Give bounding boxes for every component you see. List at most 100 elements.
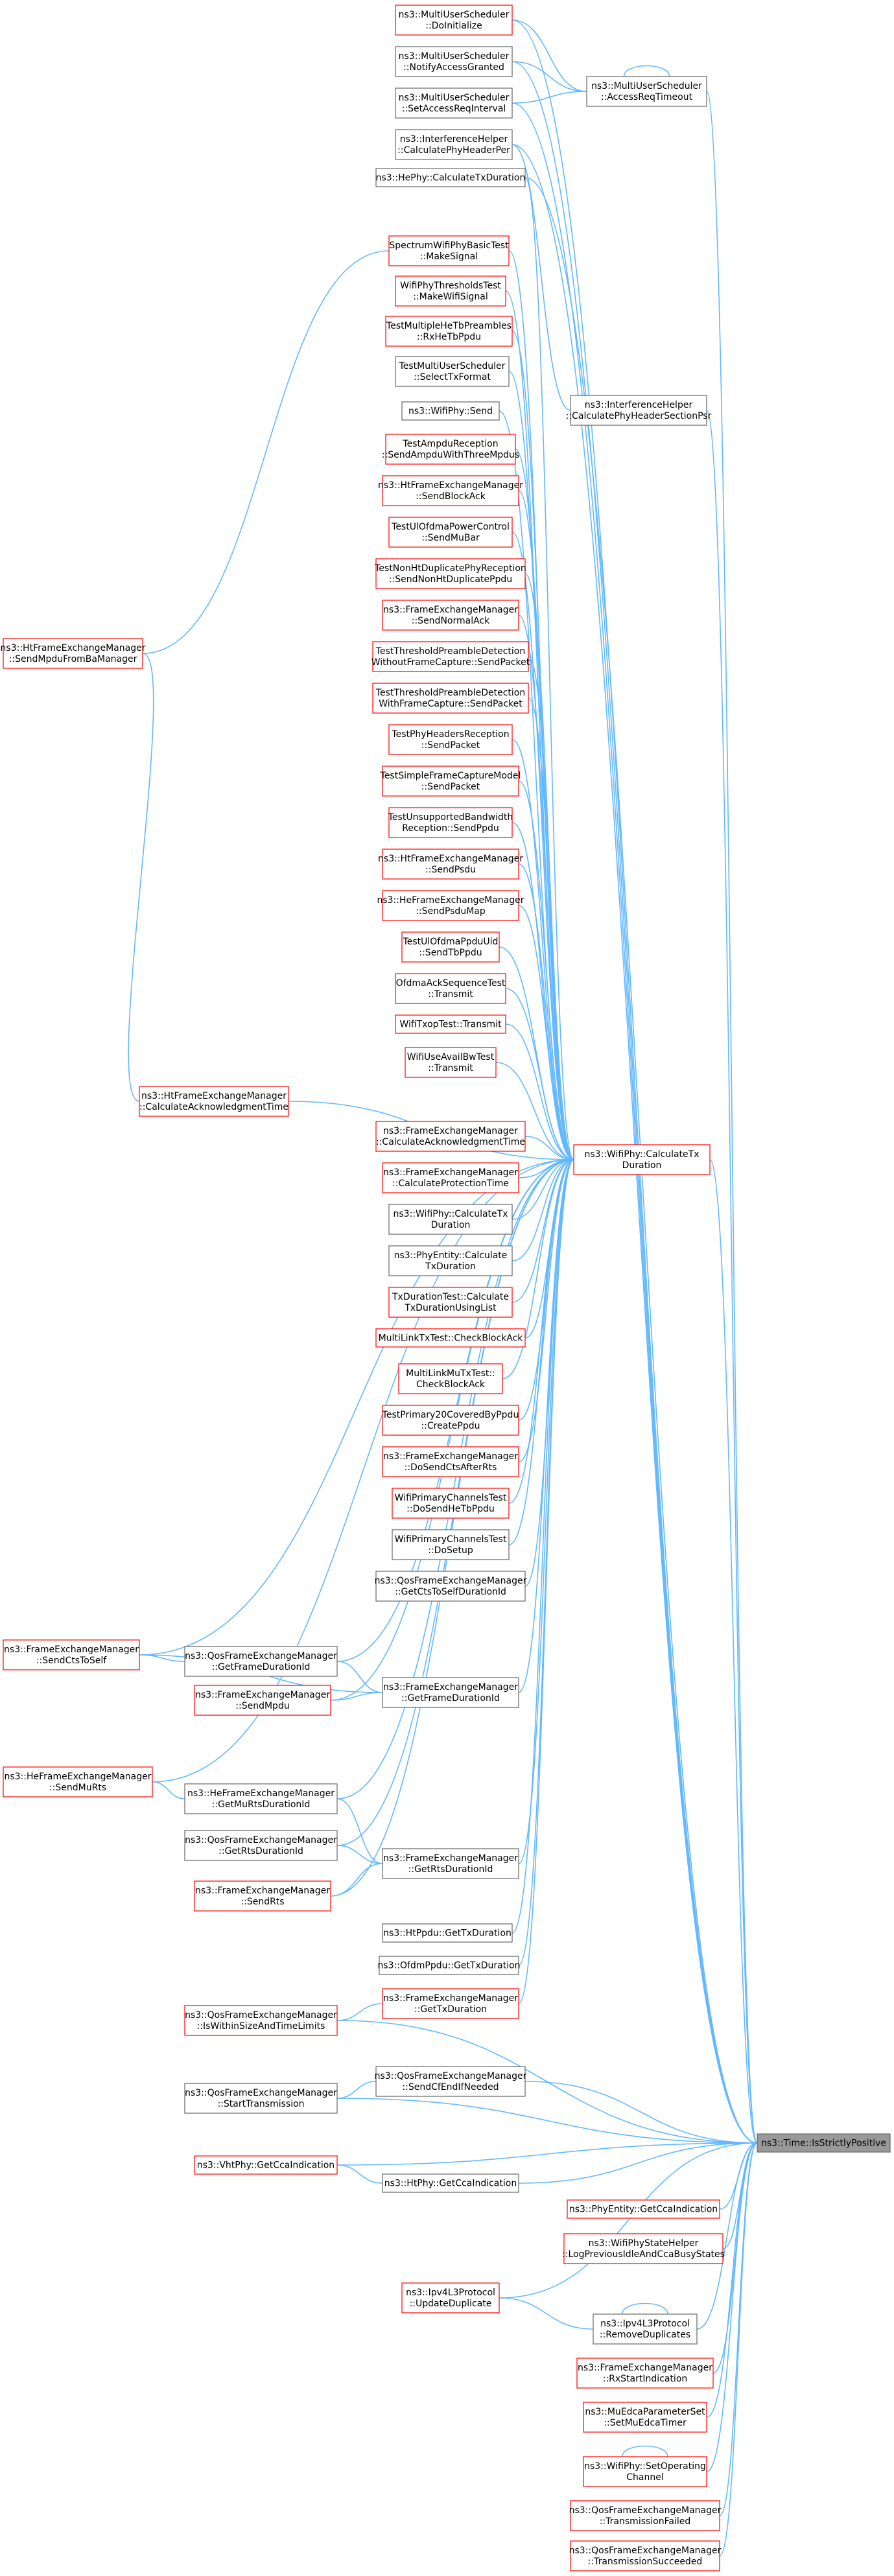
node-box [382,2173,519,2193]
node-doinit[interactable]: ns3::MultiUserScheduler::DoInitialize [395,5,513,36]
node-muedca[interactable]: ns3::MuEdcaParameterSet::SetMuEdcaTimer [583,2402,707,2433]
node-box [586,76,707,107]
node-testmulti[interactable]: TestMultipleHeTbPreambles::RxHeTbPpdu [385,316,513,347]
node-htsendpsdu[interactable]: ns3::HtFrameExchangeManager::SendPsdu [378,849,523,880]
node-primary20[interactable]: TestPrimary20CoveredByPpdu::CreatePpdu [382,1405,519,1436]
node-ulofdmauid[interactable]: TestUlOfdmaPpduUid::SendTbPpdu [401,931,500,963]
node-hegetmurts[interactable]: ns3::HeFrameExchangeManager::GetMuRtsDur… [184,1783,338,1814]
node-hesendmap[interactable]: ns3::HeFrameExchangeManager::SendPsduMap [377,890,524,921]
node-calcphysec[interactable]: ns3::InterferenceHelper::CalculatePhyHea… [566,395,712,426]
node-label: ::SetMuEdcaTimer [604,2418,687,2428]
node-box [372,683,529,714]
node-box [3,1639,140,1670]
node-testmus[interactable]: TestMultiUserScheduler::SelectTxFormat [395,356,510,387]
node-box [395,356,510,387]
node-phyentcca[interactable]: ns3::PhyEntity::GetCcaIndication [567,2199,720,2219]
node-ipv4update[interactable]: ns3::Ipv4L3Protocol::UpdateDuplicate [401,2282,500,2313]
node-spectrum[interactable]: SpectrumWifiPhyBasicTest::MakeSignal [388,235,510,266]
node-label: TestPrimary20CoveredByPpdu [382,1410,519,1420]
node-label: ::GetRtsDurationId [408,1864,493,1875]
node-fesendcts[interactable]: ns3::FrameExchangeManager::SendCtsToSelf [3,1639,140,1670]
node-htsendba[interactable]: ns3::HtFrameExchangeManager::SendBlockAc… [378,475,523,506]
node-label: WifiTxopTest::Transmit [399,1020,502,1030]
node-vhtccaind[interactable]: ns3::VhtPhy::GetCcaIndication [194,2155,338,2175]
node-wifiphycalc2[interactable]: ns3::WifiPhy::CalculateTxDuration [388,1204,513,1235]
node-label: ns3::PhyEntity::Calculate [394,1250,508,1261]
node-box [375,2066,526,2097]
node-label: ns3::QosFrameExchangeManager [375,1576,527,1586]
node-ampdu[interactable]: TestAmpduReception::SendAmpduWithThreeMp… [382,434,519,465]
node-label: ::Transmit [428,1063,473,1073]
node-qosgetrts[interactable]: ns3::QosFrameExchangeManager::GetRtsDura… [184,1830,338,1861]
node-htcalcack[interactable]: ns3::HtFrameExchangeManager::CalculateAc… [139,1086,289,1117]
node-fecalcack[interactable]: ns3::FrameExchangeManager::CalculateAckn… [375,1121,526,1152]
node-htppdu[interactable]: ns3::HtPpdu::GetTxDuration [382,1923,513,1943]
node-fesendmpdu[interactable]: ns3::FrameExchangeManager::SendMpdu [194,1685,331,1716]
node-ipv4remove[interactable]: ns3::Ipv4L3Protocol::RemoveDuplicates [593,2313,698,2345]
node-notify[interactable]: ns3::MultiUserScheduler::NotifyAccessGra… [395,46,513,77]
node-fecalcprot[interactable]: ns3::FrameExchangeManager::CalculateProt… [382,1162,519,1193]
node-label: ::NotifyAccessGranted [403,62,504,73]
node-qosstarttx[interactable]: ns3::QosFrameExchangeManager::StartTrans… [184,2083,338,2114]
node-mlcheckba[interactable]: MultiLinkTxTest::CheckBlockAck [375,1328,526,1348]
node-label: ::SendAmpduWithThreeMpdus [382,450,519,460]
node-logprev[interactable]: ns3::WifiPhyStateHelper::LogPreviousIdle… [562,2233,725,2264]
node-useavail[interactable]: WifiUseAvailBwTest::Transmit [405,1047,497,1078]
node-ofdmppdu[interactable]: ns3::OfdmPpdu::GetTxDuration [377,1956,521,1975]
node-calcphyhdr[interactable]: ns3::InterferenceHelper::CalculatePhyHea… [395,129,513,160]
node-thrwith[interactable]: TestThresholdPreambleDetectionWithFrameC… [372,683,529,714]
node-fedosendcts[interactable]: ns3::FrameExchangeManager::DoSendCtsAfte… [382,1446,519,1477]
node-txoptest[interactable]: WifiTxopTest::Transmit [395,1014,506,1034]
node-hesendmurts[interactable]: ns3::HeFrameExchangeManager::SendMuRts [3,1766,153,1797]
edge-txoptest-to-wifiphycalc [505,1024,574,1160]
edge-vhtccaind-to-htccaind [336,2164,383,2184]
node-qossendcfend[interactable]: ns3::QosFrameExchangeManager::SendCfEndI… [375,2066,527,2097]
node-fesendnormal[interactable]: ns3::FrameExchangeManager::SendNormalAck [382,600,519,631]
node-wifithr[interactable]: WifiPhyThresholdsTest::MakeWifiSignal [395,275,506,307]
edge-hegetmurts-to-fegetrts [336,1798,383,1864]
node-htsendmpdu[interactable]: ns3::HtFrameExchangeManager::SendMpduFro… [1,638,146,669]
node-ulpower[interactable]: TestUlOfdmaPowerControl::SendMuBar [388,517,513,548]
node-wifiphycalc[interactable]: ns3::WifiPhy::CalculateTxDuration [573,1144,711,1175]
node-accreq[interactable]: ns3::MultiUserScheduler::AccessReqTimeou… [586,76,707,107]
node-simplecap[interactable]: TestSimpleFrameCaptureModel::SendPacket [380,766,521,797]
edge-fecalcack-to-wifiphycalc [524,1136,574,1160]
node-wifiphysend[interactable]: ns3::WifiPhy::Send [401,401,500,421]
node-fegettx[interactable]: ns3::FrameExchangeManager::GetTxDuration [382,1988,519,2019]
node-target[interactable]: ns3::Time::IsStrictlyPositive [757,2133,891,2153]
node-label: ns3::FrameExchangeManager [4,1645,139,1655]
node-primchsetup[interactable]: WifiPrimaryChannelsTest::DoSetup [392,1529,510,1560]
node-label: TxDuration [425,1261,476,1272]
edge-fegettx-to-wifiphycalc [518,1159,574,2004]
node-fegetframe[interactable]: ns3::FrameExchangeManager::GetFrameDurat… [382,1677,519,1708]
node-label: TestMultipleHeTbPreambles [386,321,512,331]
node-label: ns3::HtPpdu::GetTxDuration [383,1928,512,1939]
node-phyentcalc[interactable]: ns3::PhyEntity::CalculateTxDuration [388,1245,513,1276]
node-box [379,1956,519,1975]
node-unsupbw[interactable]: TestUnsupportedBandwidthReception::SendP… [388,807,513,838]
node-qosgetframe[interactable]: ns3::QosFrameExchangeManager::GetFrameDu… [184,1646,338,1677]
node-nonht[interactable]: TestNonHtDuplicatePhyReception::SendNonH… [374,558,526,589]
node-txdurtest[interactable]: TxDurationTest::CalculateTxDurationUsing… [388,1287,513,1318]
node-box [392,1529,510,1560]
node-label: TestNonHtDuplicatePhyReception [374,563,526,574]
node-mlmucheck[interactable]: MultiLinkMuTxTest::CheckBlockAck [398,1363,503,1394]
node-qostxsucc[interactable]: ns3::QosFrameExchangeManager::Transmissi… [569,2540,722,2571]
node-setacc[interactable]: ns3::MultiUserScheduler::SetAccessReqInt… [395,88,513,119]
node-primchdosend[interactable]: WifiPrimaryChannelsTest::DoSendHeTbPpdu [392,1488,510,1519]
node-hephycalc[interactable]: ns3::HePhy::CalculateTxDuration [375,168,526,187]
node-qostxfail[interactable]: ns3::QosFrameExchangeManager::Transmissi… [569,2500,722,2531]
node-thrwithout[interactable]: TestThresholdPreambleDetectionWithoutFra… [371,641,530,672]
node-ofdmaack[interactable]: OfdmaAckSequenceTest::Transmit [395,973,506,1004]
node-box [576,2358,714,2389]
node-fegetrts[interactable]: ns3::FrameExchangeManager::GetRtsDuratio… [382,1848,519,1879]
node-qoswithin[interactable]: ns3::QosFrameExchangeManager::IsWithinSi… [184,2005,338,2036]
node-qosgetcts[interactable]: ns3::QosFrameExchangeManager::GetCtsToSe… [375,1571,527,1602]
node-label: ::SendPsduMap [416,906,486,917]
node-htccaind[interactable]: ns3::HtPhy::GetCcaIndication [382,2173,519,2193]
node-label: ::LogPreviousIdleAndCcaBusyStates [562,2249,725,2260]
node-fesendrts[interactable]: ns3::FrameExchangeManager::SendRts [194,1880,331,1912]
node-ferxstart[interactable]: ns3::FrameExchangeManager::RxStartIndica… [576,2358,714,2389]
node-phyhdrrx[interactable]: TestPhyHeadersReception::SendPacket [388,724,513,755]
